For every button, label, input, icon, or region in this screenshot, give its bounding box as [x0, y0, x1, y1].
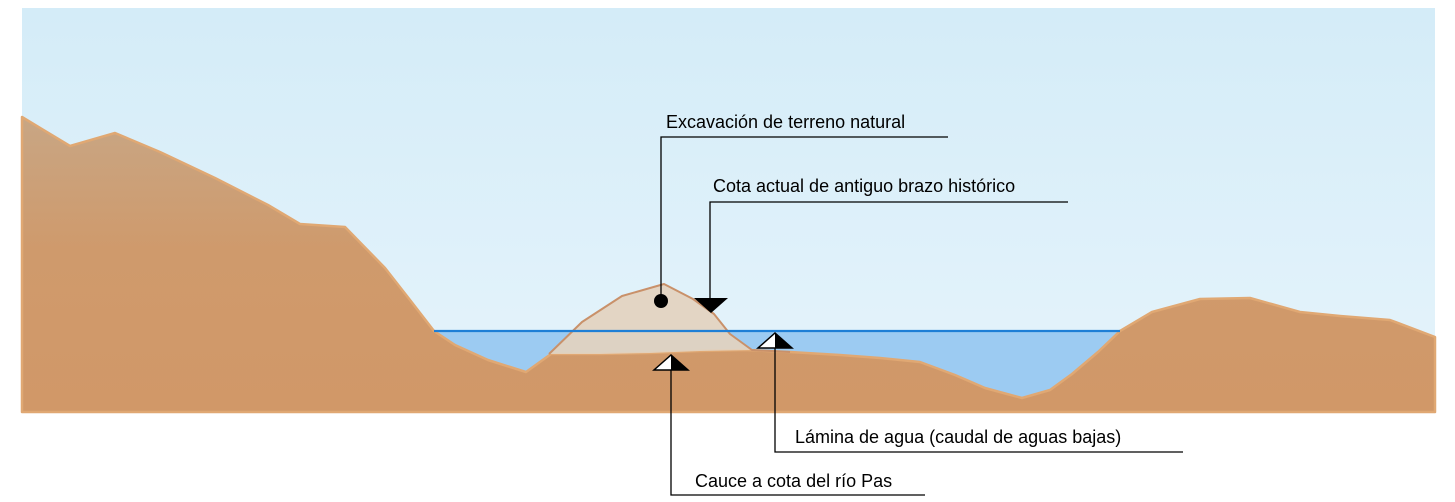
excavation-label: Excavación de terreno natural — [666, 112, 905, 132]
annotation-excavation: Excavación de terreno natural — [654, 112, 948, 308]
water-sheet-label: Lámina de agua (caudal de aguas bajas) — [795, 427, 1121, 447]
excavation-outline — [548, 283, 791, 355]
excavation-mound — [549, 284, 752, 354]
annotation-riverbed: Cauce a cota del río Pas — [652, 353, 925, 496]
natural-terrain — [20, 115, 1437, 414]
riverbed-leader — [670, 370, 925, 496]
historic-branch-marker — [694, 298, 728, 313]
excavation-marker-dot — [654, 294, 668, 308]
water-sheet-marker-fill — [775, 333, 792, 348]
historic-branch-label: Cota actual de antiguo brazo histórico — [713, 176, 1015, 196]
excavation-leader — [660, 136, 948, 301]
riverbed-marker-fill — [671, 355, 688, 370]
water-sheet-leader — [774, 348, 1183, 453]
riverbed-label: Cauce a cota del río Pas — [695, 471, 892, 491]
annotation-historic-branch: Cota actual de antiguo brazo histórico — [694, 176, 1068, 313]
annotation-water-sheet: Lámina de agua (caudal de aguas bajas) — [756, 331, 1183, 453]
historic-branch-leader — [709, 201, 1068, 298]
